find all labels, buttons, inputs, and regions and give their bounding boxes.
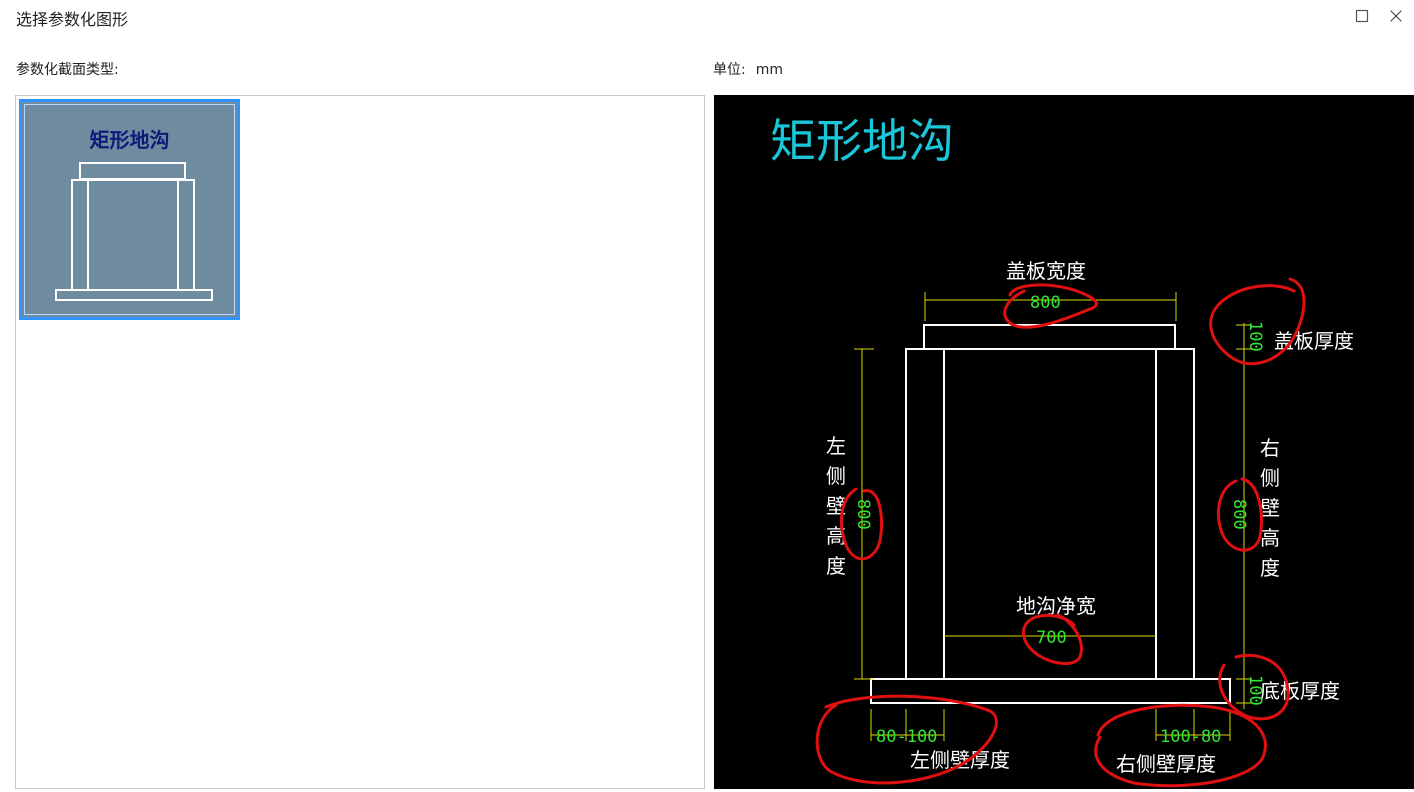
bottom-thickness-label: 底板厚度 xyxy=(1260,679,1340,703)
annotation-clear-width xyxy=(1022,613,1083,665)
right-height-char-4: 度 xyxy=(1260,556,1280,580)
annotation-left-height xyxy=(839,487,883,561)
right-height-char-0: 右 xyxy=(1260,436,1280,460)
dimension-values: 800 100 800 800 700 100 80-100 100-80 xyxy=(853,293,1265,747)
trench-diagram: 矩形地沟 xyxy=(770,114,1354,788)
annotation-bottom-thickness xyxy=(1218,653,1290,721)
left-height-char-4: 度 xyxy=(826,554,846,578)
annotation-left-wall-thickness xyxy=(815,694,998,785)
right-height-value: 800 xyxy=(1229,499,1249,530)
window-title: 选择参数化图形 xyxy=(16,10,129,29)
cover-width-label: 盖板宽度 xyxy=(1006,259,1086,283)
left-height-value: 800 xyxy=(853,499,873,530)
rect-trench-thumbnail-icon xyxy=(55,162,213,301)
annotation-circles xyxy=(815,277,1306,788)
section-type-label: 参数化截面类型: xyxy=(16,62,119,78)
left-height-char-1: 侧 xyxy=(826,464,846,488)
dimension-lines xyxy=(854,292,1252,741)
thumbnail-title: 矩形地沟 xyxy=(89,128,170,152)
close-button[interactable] xyxy=(1384,4,1408,28)
cover-width-value: 800 xyxy=(1030,293,1061,313)
dimension-labels: 盖板宽度 盖板厚度 左 侧 壁 高 度 右 侧 壁 高 度 地沟净宽 底板厚度 … xyxy=(826,259,1354,776)
clear-width-label: 地沟净宽 xyxy=(1016,594,1096,618)
thumbnail-selection-border xyxy=(24,104,235,315)
annotation-right-height xyxy=(1217,477,1263,552)
left-height-char-0: 左 xyxy=(826,434,846,458)
bottom-thickness-value: 100 xyxy=(1245,675,1265,706)
annotation-right-wall-thickness xyxy=(1094,703,1267,788)
right-wall-thickness-values: 100-80 xyxy=(1160,727,1221,747)
left-wall-thickness-values: 80-100 xyxy=(876,727,937,747)
left-wall-thickness-label: 左侧壁厚度 xyxy=(910,748,1010,772)
section-type-list[interactable]: 矩形地沟 xyxy=(15,95,705,789)
unit-row: 单位: mm xyxy=(713,59,783,79)
bottom-plate xyxy=(870,678,1231,704)
clear-width-value: 700 xyxy=(1036,628,1067,648)
right-height-char-1: 侧 xyxy=(1260,466,1280,490)
maximize-icon xyxy=(1355,9,1369,23)
cover-thickness-label: 盖板厚度 xyxy=(1274,329,1354,353)
unit-value: mm xyxy=(755,62,783,78)
annotation-cover-width xyxy=(1003,283,1098,329)
unit-label: 单位: xyxy=(713,62,746,78)
cover-thickness-value: 100 xyxy=(1245,321,1265,352)
thumbnail-rect-trench[interactable]: 矩形地沟 xyxy=(19,99,240,320)
right-height-char-2: 壁 xyxy=(1260,496,1280,520)
right-height-char-3: 高 xyxy=(1260,526,1280,550)
maximize-button[interactable] xyxy=(1350,4,1374,28)
right-wall-thickness-label: 右侧壁厚度 xyxy=(1116,752,1216,776)
preview-title: 矩形地沟 xyxy=(770,114,954,168)
cover-plate xyxy=(923,324,1176,350)
trench-section xyxy=(870,324,1231,704)
preview-panel: 矩形地沟 xyxy=(714,95,1414,789)
close-icon xyxy=(1390,10,1402,22)
annotation-cover-thickness xyxy=(1209,277,1306,366)
